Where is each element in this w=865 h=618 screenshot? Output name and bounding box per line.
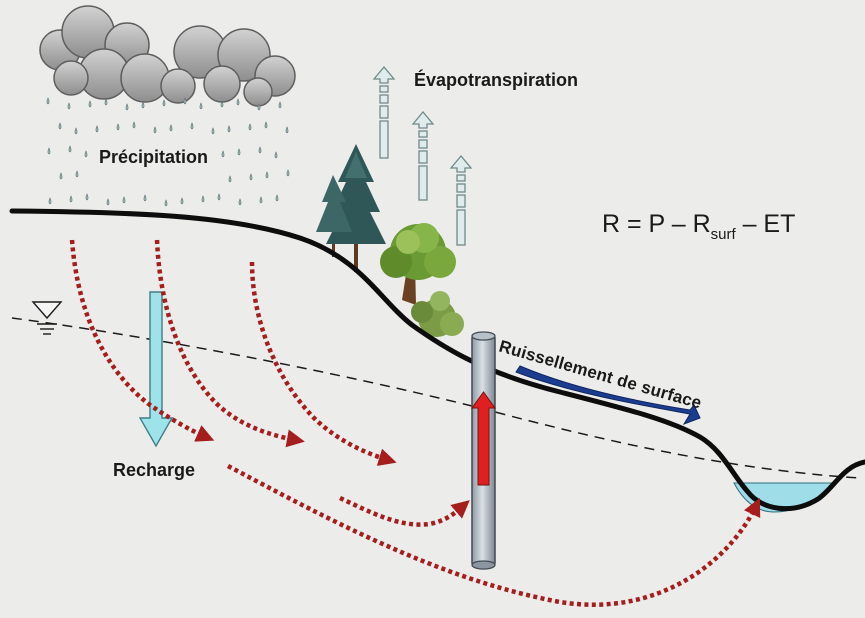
vapor-arrow-segment [418,165,428,201]
rain-drop [153,126,157,134]
rain-drop [211,127,215,135]
rain-drop [59,172,63,180]
vapor-arrow-segment [379,120,389,159]
rain-drop [58,122,62,130]
rain-drop [143,194,147,202]
rain-drop [199,102,203,110]
vapor-arrow-segment [379,105,389,119]
vapor-arrow-segment [379,94,389,104]
rain-drop [67,102,71,110]
rain-drop [104,98,108,106]
rain-drop [125,103,129,111]
vapor-arrow-segment [418,139,428,149]
rain-drop [201,195,205,203]
rain-drop [74,127,78,135]
rain-drop [122,196,126,204]
well-icon [471,331,496,570]
rain-drop [48,197,52,205]
precipitation-label: Précipitation [99,147,208,167]
rain-drop [84,150,88,158]
equation-tail: – ET [736,210,796,238]
rain-drop [132,121,136,129]
vapor-arrow-segment [379,85,389,93]
rain-drop [69,195,73,203]
rain-drop [275,194,279,202]
rain-drop [274,151,278,159]
rain-drop [258,146,262,154]
rain-drop [95,125,99,133]
rain-drop [259,196,263,204]
rain-drop [162,99,166,107]
rain-drop [68,145,72,153]
vapor-arrow-segment [456,174,466,182]
vapor-arrow-head [449,154,473,173]
equation-subscript: surf [711,226,737,243]
water-table-icon [31,301,63,335]
evapotranspiration-label: Évapotranspiration [414,69,578,90]
vapor-arrow-head [372,65,396,84]
groundwater-flow-arrows [69,239,761,607]
vapor-arrow-segment [456,194,466,208]
recharge-label: Recharge [113,460,195,480]
rain-drop [180,197,184,205]
rain-drop [221,150,225,158]
recharge-equation: R = P – Rsurf – ET [602,210,795,243]
rain-drop [228,175,232,183]
rain-drop [285,126,289,134]
rain-drop [238,198,242,206]
rain-drop [190,122,194,130]
rain-drop [47,147,51,155]
rain-drop [164,199,168,207]
recharge-arrow [138,291,174,448]
evapotranspiration-arrows [372,65,473,246]
vapor-arrow-segment [456,183,466,193]
rain-drop [169,124,173,132]
rain-drop [85,193,89,201]
well-pumping-arrow [471,391,496,486]
equation-main: R = P – R [602,210,711,238]
rain-drop [227,125,231,133]
conifer-trees [316,144,386,272]
rain-drop [248,123,252,131]
rain-drop [257,103,261,111]
vapor-arrow-segment [456,209,466,246]
rain-drops [46,97,290,207]
rain-drop [264,121,268,129]
runoff-arrow [515,365,701,425]
vapor-arrow-segment [418,150,428,164]
rain-drop [217,193,221,201]
rain-drop [116,123,120,131]
cloud-icon [39,5,296,107]
vapor-arrow-head [411,110,435,129]
rain-drop [46,97,50,105]
deciduous-trees [380,223,464,337]
rain-drop [236,98,240,106]
rain-drop [106,198,110,206]
rain-drop [141,101,145,109]
ground-surface-line [9,208,865,512]
rain-drop [183,97,187,105]
rain-drop [75,170,79,178]
vapor-arrow-segment [418,130,428,138]
rain-drop [265,171,269,179]
rain-drop [220,100,224,108]
rain-drop [286,169,290,177]
rain-drop [88,100,92,108]
rain-drop [278,101,282,109]
rain-drop [237,148,241,156]
rain-drop [249,173,253,181]
